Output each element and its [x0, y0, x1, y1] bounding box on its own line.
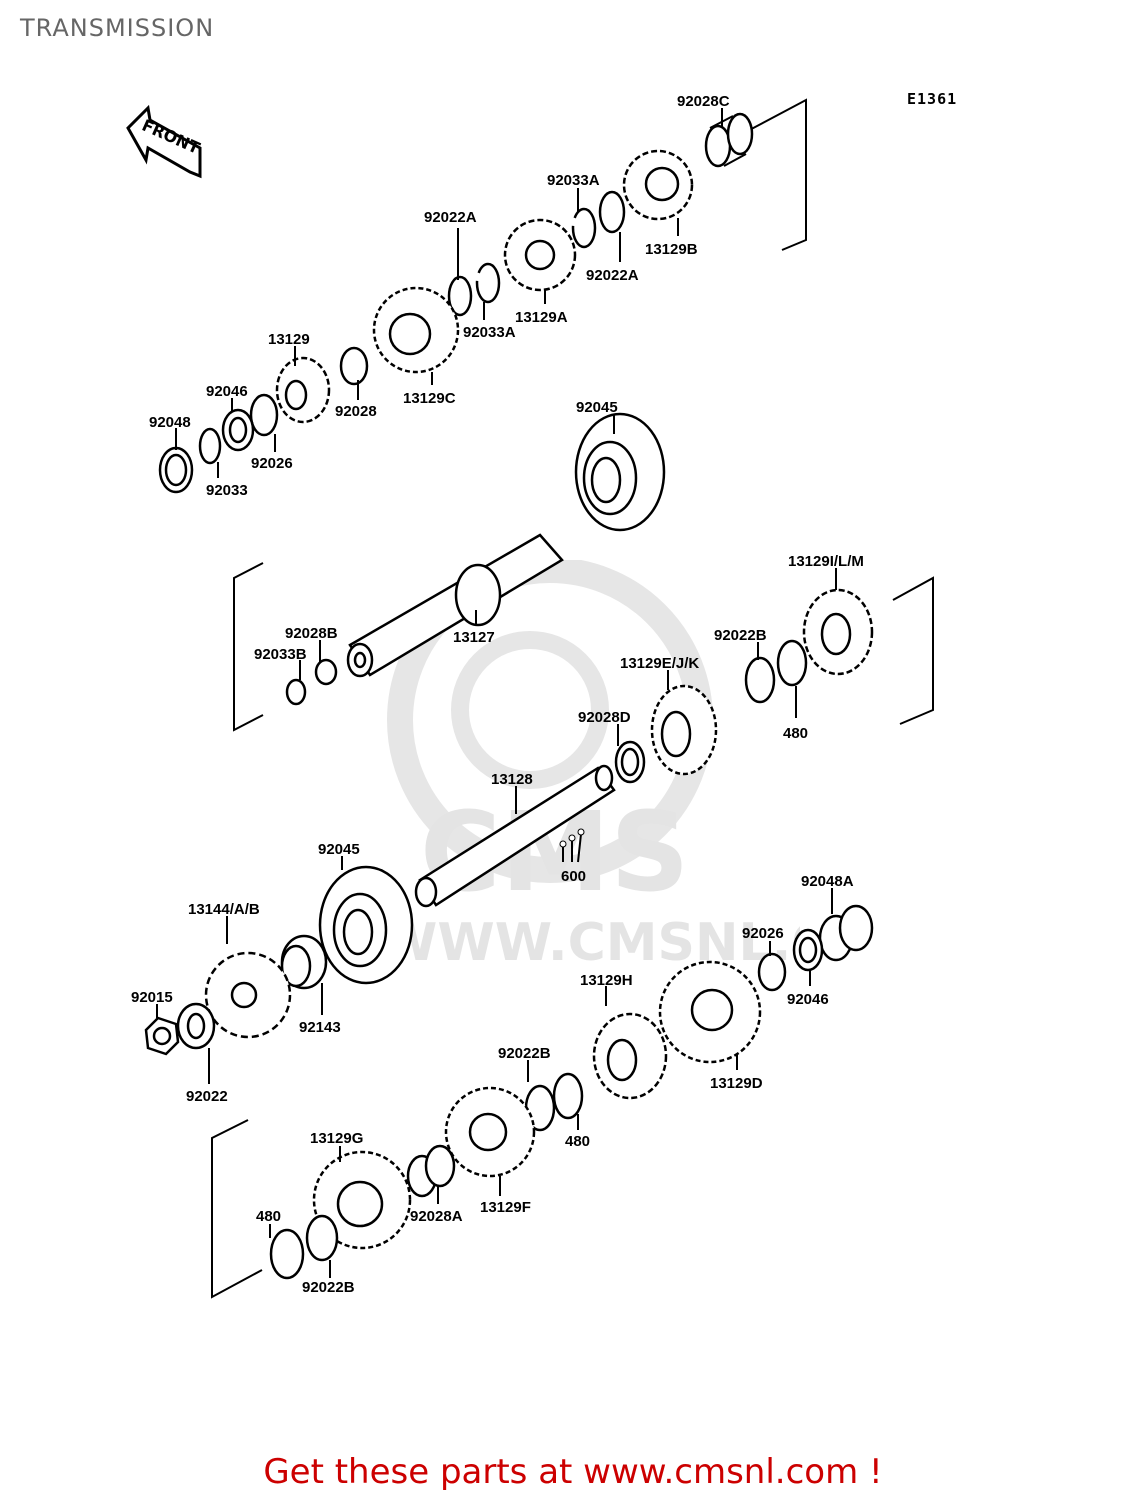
part-13129D[interactable]: [658, 960, 762, 1064]
label-92028B: 92028B: [285, 625, 338, 642]
label-92015: 92015: [131, 989, 173, 1006]
part-92022B-bottom[interactable]: [305, 1214, 339, 1262]
label-13129F: 13129F: [480, 1199, 531, 1216]
part-92022B-mid[interactable]: [744, 656, 776, 704]
part-92028B[interactable]: [314, 658, 338, 686]
label-13129EJK: 13129E/J/K: [620, 655, 699, 672]
label-13129G: 13129G: [310, 1130, 363, 1147]
label-13129H: 13129H: [580, 972, 633, 989]
label-92033A-lower: 92033A: [463, 324, 516, 341]
part-13129G[interactable]: [312, 1150, 412, 1250]
label-92028A: 92028A: [410, 1208, 463, 1225]
label-13129D: 13129D: [710, 1075, 763, 1092]
label-13129ILM: 13129I/L/M: [788, 553, 864, 570]
part-13129F[interactable]: [444, 1086, 536, 1178]
label-92022A-upper: 92022A: [586, 267, 639, 284]
label-92026-upper: 92026: [251, 455, 293, 472]
part-92045-lower[interactable]: [318, 865, 414, 985]
label-92026-lower: 92026: [742, 925, 784, 942]
part-92022A-upper[interactable]: [598, 190, 626, 234]
part-92026-lower[interactable]: [757, 952, 787, 992]
diagram-code: E1361: [907, 90, 957, 108]
part-480-mid[interactable]: [776, 639, 808, 687]
part-92143[interactable]: [280, 934, 328, 990]
part-92022A-lower[interactable]: [447, 275, 473, 317]
part-92015-nut[interactable]: [144, 1016, 180, 1056]
part-13127-shaft[interactable]: [346, 533, 564, 678]
part-13129A[interactable]: [503, 218, 577, 292]
part-92028[interactable]: [339, 346, 369, 386]
bracket-left-mid: [233, 562, 264, 732]
part-92033B[interactable]: [285, 678, 307, 706]
page-title: TRANSMISSION: [20, 14, 215, 42]
label-92045-upper: 92045: [576, 399, 618, 416]
label-13129: 13129: [268, 331, 310, 348]
part-92026-upper[interactable]: [249, 393, 279, 437]
label-480-mid: 480: [783, 725, 808, 742]
part-92033A-upper[interactable]: [571, 207, 597, 249]
label-92048A: 92048A: [801, 873, 854, 890]
part-13129B[interactable]: [622, 149, 694, 221]
bracket-bottom: [211, 1119, 263, 1299]
part-13129ILM[interactable]: [802, 588, 874, 676]
label-13129C: 13129C: [403, 390, 456, 407]
front-arrow-icon: FRONT: [126, 104, 203, 179]
label-92028: 92028: [335, 403, 377, 420]
label-13129A: 13129A: [515, 309, 568, 326]
part-13144AB-sprocket[interactable]: [204, 951, 292, 1039]
label-13144AB: 13144/A/B: [188, 901, 260, 918]
label-13128: 13128: [491, 771, 533, 788]
part-92022[interactable]: [176, 1002, 216, 1050]
part-92028A[interactable]: [406, 1144, 456, 1198]
part-13129C[interactable]: [372, 286, 460, 374]
leader-lines: [156, 108, 837, 1278]
bracket-right-mid: [892, 576, 934, 725]
part-92046-lower[interactable]: [792, 928, 824, 972]
part-13128-shaft[interactable]: [414, 764, 616, 908]
get-parts-link[interactable]: Get these parts at www.cmsnl.com !: [263, 1452, 883, 1492]
label-92022B-mid: 92022B: [714, 627, 767, 644]
part-92033[interactable]: [198, 427, 222, 465]
label-92022B-bottom: 92022B: [302, 1279, 355, 1296]
part-labels: 92028C 92033A 13129B 92022A 92022A 13129…: [131, 93, 864, 1296]
part-92045-upper[interactable]: [574, 412, 666, 532]
part-92046-upper[interactable]: [221, 408, 255, 452]
label-92022: 92022: [186, 1088, 228, 1105]
label-92143: 92143: [299, 1019, 341, 1036]
label-92028C: 92028C: [677, 93, 730, 110]
label-92045-lower: 92045: [318, 841, 360, 858]
part-92033A-lower[interactable]: [475, 262, 501, 304]
part-480-lower[interactable]: [552, 1072, 584, 1120]
bracket-top: [741, 98, 807, 251]
part-13129[interactable]: [275, 356, 331, 424]
label-13129B: 13129B: [645, 241, 698, 258]
label-13127: 13127: [453, 629, 495, 646]
label-92022A-lower: 92022A: [424, 209, 477, 226]
label-480-lower: 480: [565, 1133, 590, 1150]
part-480-bottom[interactable]: [269, 1228, 305, 1280]
part-92048A[interactable]: [818, 904, 874, 962]
label-92048: 92048: [149, 414, 191, 431]
label-92046-lower: 92046: [787, 991, 829, 1008]
part-13129EJK[interactable]: [650, 684, 718, 776]
part-600-pins[interactable]: [559, 828, 585, 863]
label-92033: 92033: [206, 482, 248, 499]
part-92028C[interactable]: [704, 112, 754, 168]
label-92033B: 92033B: [254, 646, 307, 663]
label-92033A-upper: 92033A: [547, 172, 600, 189]
part-92028D[interactable]: [614, 740, 646, 784]
label-92022B-lower: 92022B: [498, 1045, 551, 1062]
label-92028D: 92028D: [578, 709, 631, 726]
label-92046-upper: 92046: [206, 383, 248, 400]
part-92048[interactable]: [158, 446, 194, 494]
label-600: 600: [561, 868, 586, 885]
part-13129H[interactable]: [592, 1012, 668, 1100]
label-480-bottom: 480: [256, 1208, 281, 1225]
